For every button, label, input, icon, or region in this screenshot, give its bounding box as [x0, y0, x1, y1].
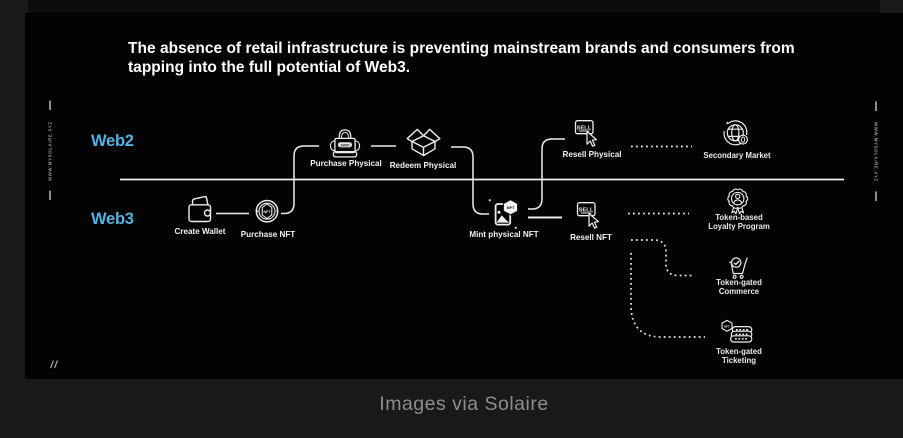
svg-text:NFT: NFT	[507, 205, 515, 210]
svg-text:SHOP: SHOP	[340, 143, 350, 147]
svg-text:SELL: SELL	[577, 126, 592, 132]
svg-text:NFT: NFT	[724, 324, 730, 328]
svg-text:SELL: SELL	[579, 208, 594, 214]
svg-text:NFT: NFT	[264, 210, 272, 214]
